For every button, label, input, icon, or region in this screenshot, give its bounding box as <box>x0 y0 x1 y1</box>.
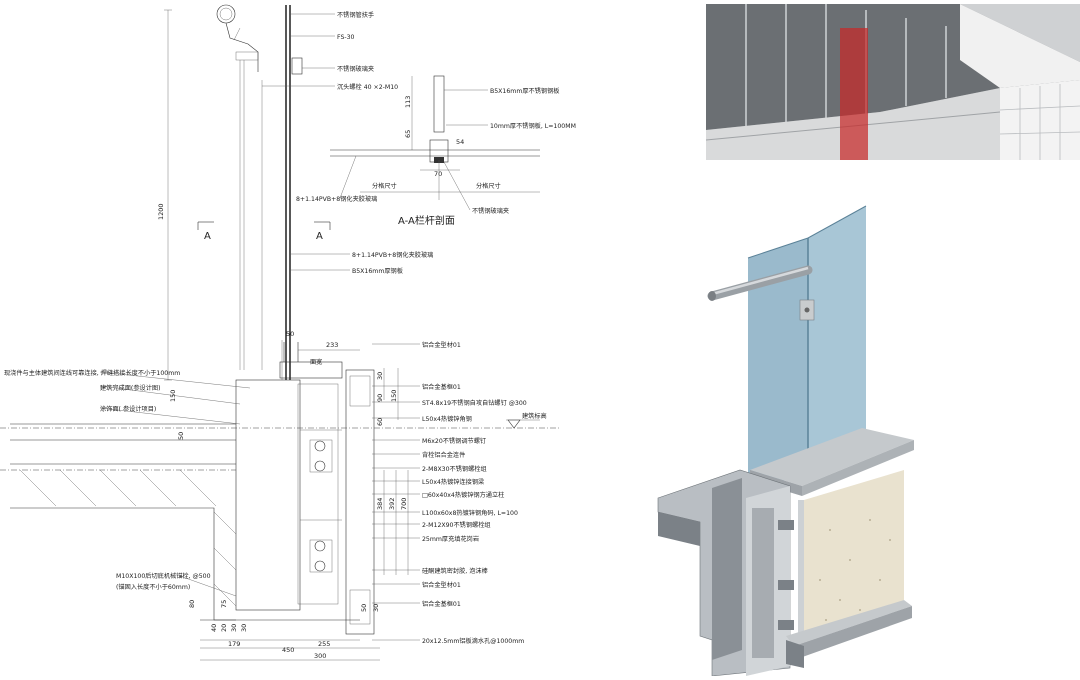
label-anchor-bolt: M10X100后切底机械锚栓, @500 <box>116 572 211 580</box>
svg-text:179: 179 <box>228 640 240 648</box>
label-weld-note: 现浇件与主体建筑间连线可靠连接, 焊缝搭接长度不小于100mm <box>4 369 180 377</box>
cad-section-drawing: 不锈钢管扶手 FS-30 不锈钢玻璃夹 沉头螺栓 40 ×2-M10 1200 … <box>0 4 576 661</box>
svg-text:分格尺寸: 分格尺寸 <box>476 182 501 190</box>
svg-text:8+1.14PVB+8钢化夹胶玻璃: 8+1.14PVB+8钢化夹胶玻璃 <box>296 195 377 203</box>
svg-text:30: 30 <box>372 604 380 612</box>
label-building-level: 建筑标高 <box>522 412 547 420</box>
svg-text:50: 50 <box>360 604 368 612</box>
frame-structure: 50 233 面宽 <box>0 330 560 641</box>
svg-text:90: 90 <box>376 394 384 402</box>
label-countersunk-bolt: 沉头螺栓 40 ×2-M10 <box>337 83 398 91</box>
svg-text:A: A <box>204 231 211 242</box>
section-aa-detail: B5X16mm厚不锈钢钢板 10mm厚不锈钢板, L=100MM 113 65 … <box>296 75 576 227</box>
svg-text:113: 113 <box>404 96 412 108</box>
svg-text:50: 50 <box>286 330 294 338</box>
svg-text:50: 50 <box>177 432 185 440</box>
svg-text:铝合金型材01: 铝合金型材01 <box>422 341 461 349</box>
label-finished-surface: 建筑完成面(参设计图) <box>100 384 161 392</box>
handrail-tube <box>216 4 236 24</box>
bottom-dimension-chain: 80 75 40 20 30 30 179 255 450 300 <box>188 600 380 661</box>
svg-text:300: 300 <box>314 652 326 660</box>
glass-clip <box>291 57 303 75</box>
svg-text:80: 80 <box>188 600 196 608</box>
svg-text:L50x4热镀锌连接钢梁: L50x4热镀锌连接钢梁 <box>422 478 484 486</box>
label-laminated-glass: 8+1.14PVB+8钢化夹胶玻璃 <box>352 251 433 259</box>
svg-text:L50x4热镀锌角钢: L50x4热镀锌角钢 <box>422 415 472 423</box>
svg-text:ST4.8x19不锈钢自攻自钻螺钉 @300: ST4.8x19不锈钢自攻自钻螺钉 @300 <box>422 399 527 407</box>
label-anchor-depth: (锚固入长度不小于60mm) <box>116 583 190 591</box>
svg-text:2-M12X90不锈钢螺栓组: 2-M12X90不锈钢螺栓组 <box>422 521 491 529</box>
svg-text:255: 255 <box>318 640 330 648</box>
label-fs30: FS-30 <box>337 34 355 41</box>
svg-text:25mm厚充填花岗岩: 25mm厚充填花岗岩 <box>422 535 479 543</box>
svg-text:20x12.5mm铝板滴水孔@1000mm: 20x12.5mm铝板滴水孔@1000mm <box>422 637 524 645</box>
svg-text:70: 70 <box>434 170 442 178</box>
svg-text:分格尺寸: 分格尺寸 <box>372 182 397 190</box>
railing-3d-model <box>657 205 914 677</box>
svg-text:A: A <box>316 231 323 242</box>
svg-text:铝合金型材01: 铝合金型材01 <box>422 581 461 589</box>
svg-text:不锈钢玻璃夹: 不锈钢玻璃夹 <box>472 207 509 215</box>
svg-text:54: 54 <box>456 138 464 146</box>
section-mark-left: A <box>197 221 214 242</box>
svg-text:2-M8X30不锈钢螺栓组: 2-M8X30不锈钢螺栓组 <box>422 465 487 473</box>
label-coating-surface: 涂饰面( 参设计项目) <box>100 405 156 413</box>
svg-text:150: 150 <box>169 390 177 402</box>
svg-text:150: 150 <box>390 390 398 402</box>
right-label-stack: 铝合金型材01 铝合金基框01 ST4.8x19不锈钢自攻自钻螺钉 @300 L… <box>372 341 527 645</box>
svg-text:450: 450 <box>282 646 294 654</box>
highlight-band <box>840 28 868 160</box>
svg-text:40: 40 <box>210 624 218 632</box>
svg-text:L100x60x8热镀锌钢角码, L=100: L100x60x8热镀锌钢角码, L=100 <box>422 509 518 517</box>
building-photo <box>705 4 1080 160</box>
svg-text:20: 20 <box>220 624 228 632</box>
right-dimension-chain: 30 90 150 60 384 392 700 50 30 <box>360 368 409 612</box>
svg-text:30: 30 <box>376 372 384 380</box>
svg-text:700: 700 <box>400 498 408 510</box>
svg-text:铝合金基框01: 铝合金基框01 <box>422 600 461 608</box>
svg-text:硅酮建筑密封胶, 泡沫棒: 硅酮建筑密封胶, 泡沫棒 <box>422 567 489 575</box>
svg-text:□60x40x4热镀锌钢方通立柱: □60x40x4热镀锌钢方通立柱 <box>422 491 504 499</box>
stone-panel <box>804 470 904 640</box>
svg-text:M6x20不锈钢调节螺钉: M6x20不锈钢调节螺钉 <box>422 437 486 445</box>
dim-1200: 1200 <box>157 203 165 220</box>
svg-text:背栓铝合金连件: 背栓铝合金连件 <box>422 451 465 459</box>
svg-text:233: 233 <box>326 341 338 349</box>
svg-text:10mm厚不锈钢板, L=100MM: 10mm厚不锈钢板, L=100MM <box>490 122 576 130</box>
label-glass-clip: 不锈钢玻璃夹 <box>337 65 374 73</box>
section-aa-title: A-A栏杆剖面 <box>398 214 455 227</box>
svg-text:65: 65 <box>404 130 412 138</box>
svg-text:30: 30 <box>230 624 238 632</box>
label-handrail: 不锈钢管扶手 <box>337 11 374 19</box>
section-mark-right: A <box>314 221 331 242</box>
label-steel-plate: B5X16mm厚钢板 <box>352 267 403 275</box>
svg-text:面宽: 面宽 <box>310 358 322 366</box>
svg-text:B5X16mm厚不锈钢钢板: B5X16mm厚不锈钢钢板 <box>490 87 559 95</box>
svg-text:30: 30 <box>240 624 248 632</box>
svg-text:铝合金基框01: 铝合金基框01 <box>422 383 461 391</box>
svg-text:392: 392 <box>388 498 396 510</box>
svg-text:60: 60 <box>376 418 384 426</box>
svg-text:384: 384 <box>376 498 384 510</box>
svg-text:75: 75 <box>220 600 228 608</box>
